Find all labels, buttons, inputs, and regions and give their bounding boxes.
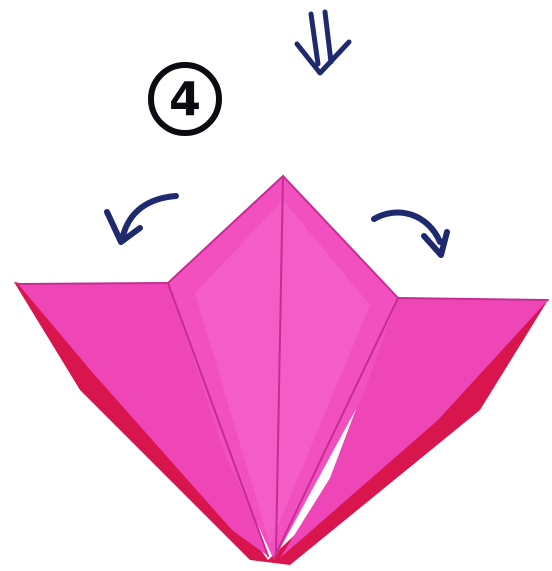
double-down-arrow-icon (297, 12, 349, 73)
curved-arrow-right-icon (374, 212, 447, 255)
curved-arrow-left-icon (107, 196, 176, 242)
folded-paper (14, 176, 548, 565)
